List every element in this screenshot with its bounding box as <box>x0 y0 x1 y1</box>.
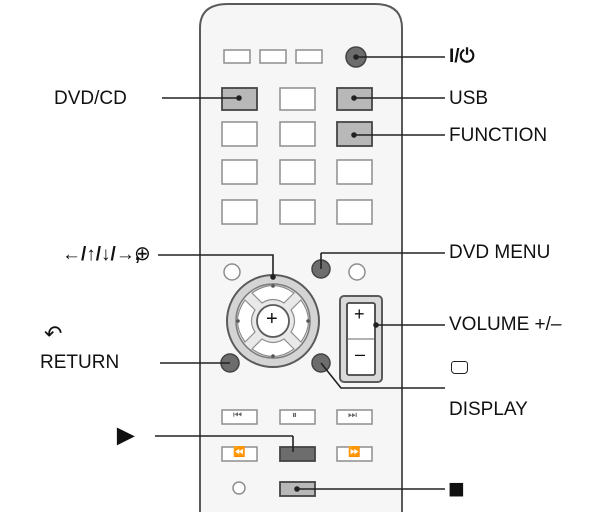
dpad-down-key[interactable] <box>251 338 295 358</box>
top-key-2[interactable] <box>259 49 287 64</box>
leader-dot-power <box>353 54 359 60</box>
return-label: RETURN <box>40 352 120 373</box>
rewind-icon: ⏪ <box>233 447 246 458</box>
volume-plus-label: + <box>354 304 365 324</box>
usb-label: USB <box>449 88 489 109</box>
function-label: FUNCTION <box>449 125 548 146</box>
leader-dot-volume <box>373 322 379 328</box>
display-label: DISPLAY <box>449 399 528 420</box>
enter-button[interactable] <box>256 304 290 338</box>
display-symbol-icon <box>451 361 468 374</box>
return-symbol-icon: ↶ <box>44 321 63 346</box>
bottom-round-key[interactable] <box>232 481 246 495</box>
key-r4c2[interactable] <box>279 199 316 225</box>
prev-track-icon: ⏮ <box>233 410 242 421</box>
dpad-left-key[interactable] <box>236 299 256 343</box>
enter-symbol-icon: ⊕ <box>134 243 151 265</box>
leader-dot-usb <box>351 95 357 101</box>
dpad-right-dot <box>306 319 310 323</box>
leader-arrows <box>158 254 274 277</box>
leader-dot-arrows <box>270 274 276 280</box>
leader-dot-dvd-cd <box>236 95 242 101</box>
arrows-label: ←/↑/↓/→, <box>62 244 141 265</box>
fast-forward-button[interactable] <box>336 446 373 462</box>
small-round-key-right[interactable] <box>348 263 366 281</box>
play-button[interactable] <box>279 446 316 462</box>
key-r4c1[interactable] <box>221 199 258 225</box>
next-track-icon: ⏭ <box>348 410 357 421</box>
dvd-cd-label: DVD/CD <box>54 88 127 109</box>
volume-minus-label: – <box>355 344 366 364</box>
dpad-left-dot <box>236 319 240 323</box>
volume-label: VOLUME +/– <box>449 314 562 335</box>
dpad-up-dot <box>271 284 275 288</box>
play-symbol-icon: ► <box>111 419 141 452</box>
pause-button[interactable] <box>279 409 316 425</box>
small-round-key-left[interactable] <box>223 263 241 281</box>
rewind-button[interactable] <box>221 446 258 462</box>
enter-center-label: + <box>266 308 278 330</box>
key-r2c1[interactable] <box>221 121 258 147</box>
leader-display <box>320 362 445 389</box>
key-r3c3[interactable] <box>336 159 373 185</box>
key-r2c2[interactable] <box>279 121 316 147</box>
pause-icon: ⏸ <box>292 410 297 421</box>
dvd-menu-label: DVD MENU <box>449 242 551 263</box>
top-key-1[interactable] <box>223 49 251 64</box>
key-r3c2[interactable] <box>279 159 316 185</box>
leader-dot-stop <box>294 486 300 492</box>
top-key-3[interactable] <box>295 49 323 64</box>
stop-symbol-icon: ■ <box>448 473 465 504</box>
leader-dot-function <box>351 132 357 138</box>
next-track-button[interactable] <box>336 409 373 425</box>
dpad-up-key[interactable] <box>251 284 295 304</box>
key-r3c1[interactable] <box>221 159 258 185</box>
dpad-right-key[interactable] <box>290 299 310 343</box>
fast-forward-icon: ⏩ <box>348 447 361 458</box>
key-r1c2[interactable] <box>279 87 316 111</box>
power-label: I/⏻ <box>449 46 475 67</box>
key-r4c3[interactable] <box>336 199 373 225</box>
prev-track-button[interactable] <box>221 409 258 425</box>
dpad-down-dot <box>271 354 275 358</box>
